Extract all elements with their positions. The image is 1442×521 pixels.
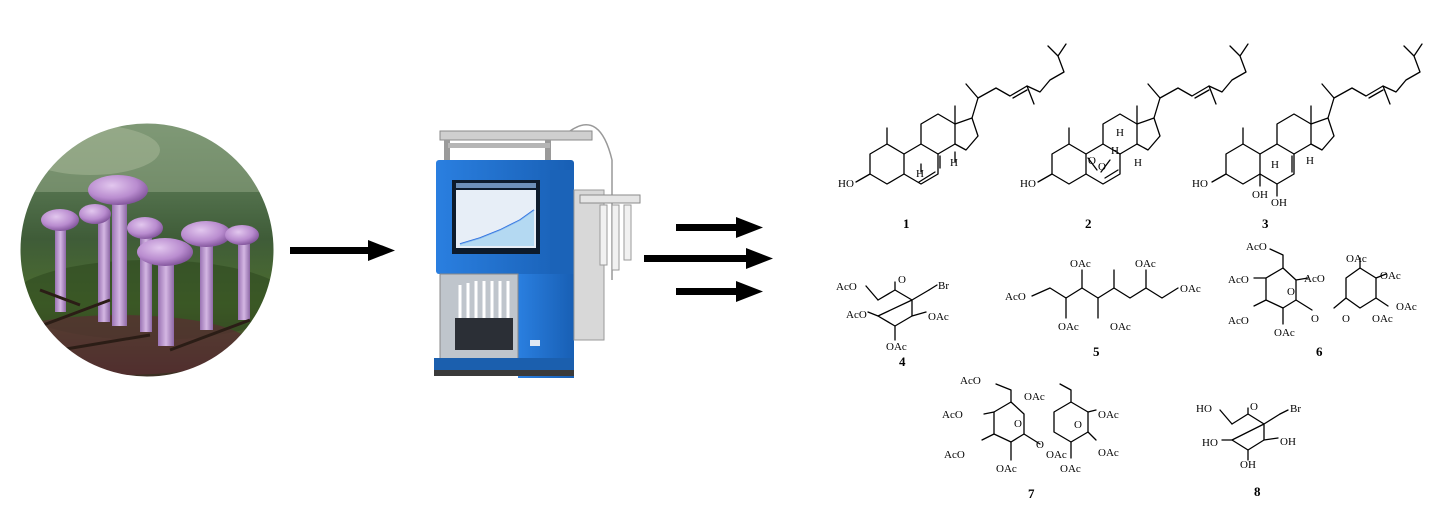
svg-text:AcO: AcO [1005,291,1026,303]
svg-text:O: O [1074,419,1082,431]
compound-4: AcO O Br AcO OAc OAc 4 [836,274,949,369]
svg-text:OAc: OAc [1396,301,1417,313]
svg-text:H: H [1306,155,1314,167]
compound-3: HO OH OH H H 3 [1192,43,1423,231]
svg-text:AcO: AcO [1228,274,1249,286]
svg-text:OH: OH [1252,189,1268,201]
compound-number: 8 [1254,484,1261,499]
svg-text:HO: HO [1196,403,1212,415]
svg-text:OAc: OAc [1372,313,1393,325]
svg-text:O: O [1036,439,1044,451]
svg-text:O: O [898,274,906,286]
svg-text:OAc: OAc [1046,449,1067,461]
svg-text:OAc: OAc [1135,258,1156,270]
compound-7: AcO AcO O AcO OAc O OAc O OAc OAc OAc OA… [942,375,1119,501]
svg-text:Br: Br [1290,403,1301,415]
mushroom-photo [19,122,275,378]
svg-text:OAc: OAc [1070,258,1091,270]
svg-text:OH: OH [1280,436,1296,448]
svg-text:AcO: AcO [1304,273,1325,285]
svg-text:OAc: OAc [1098,409,1119,421]
svg-text:OAc: OAc [1098,447,1119,459]
svg-text:O: O [1342,313,1350,325]
svg-text:OAc: OAc [1380,270,1401,282]
svg-text:HO: HO [838,178,854,190]
compound-number: 2 [1085,216,1092,231]
svg-text:OAc: OAc [1180,283,1201,295]
svg-text:AcO: AcO [846,309,867,321]
svg-text:OAc: OAc [1058,321,1079,333]
svg-text:O: O [1287,286,1295,298]
svg-text:H: H [1271,159,1279,171]
svg-text:OAc: OAc [1024,391,1045,403]
svg-text:OAc: OAc [1346,253,1367,265]
svg-text:OAc: OAc [1110,321,1131,333]
svg-text:H: H [916,168,924,180]
triple-arrow-icon [644,217,773,302]
compound-1: HO H H 1 [838,43,1067,231]
svg-text:H: H [1111,145,1119,157]
svg-text:O: O [1014,418,1022,430]
compound-number: 7 [1028,486,1035,501]
compound-number: 6 [1316,344,1323,359]
compound-6: AcO AcO O AcO OAc AcO O OAc OAc O OAc OA… [1228,241,1417,359]
svg-text:O: O [1088,155,1096,167]
svg-text:O: O [1250,401,1258,413]
compound-number: 5 [1093,344,1100,359]
svg-text:OAc: OAc [928,311,949,323]
svg-text:AcO: AcO [942,409,963,421]
svg-text:HO: HO [1192,178,1208,190]
chromatography-instrument [434,124,641,378]
compound-2: HO O O H H H 2 [1020,43,1249,231]
svg-text:HO: HO [1202,437,1218,449]
svg-text:OAc: OAc [886,341,907,353]
compound-number: 3 [1262,216,1269,231]
arrow-right-icon [290,240,395,261]
compound-5: AcO OAc OAc OAc OAc OAc 5 [1005,258,1201,359]
svg-text:HO: HO [1020,178,1036,190]
svg-text:AcO: AcO [944,449,965,461]
svg-text:AcO: AcO [836,281,857,293]
svg-text:O: O [1311,313,1319,325]
compound-number: 4 [899,354,906,369]
svg-text:OH: OH [1240,459,1256,471]
svg-text:AcO: AcO [960,375,981,387]
svg-text:OAc: OAc [996,463,1017,475]
svg-text:O: O [1098,161,1106,173]
compound-number: 1 [903,216,910,231]
svg-text:OAc: OAc [1274,327,1295,339]
svg-text:Br: Br [938,280,949,292]
svg-text:H: H [1134,157,1142,169]
svg-text:OAc: OAc [1060,463,1081,475]
svg-text:H: H [950,157,958,169]
svg-text:OH: OH [1271,197,1287,209]
svg-text:AcO: AcO [1246,241,1267,253]
compound-8: HO O Br HO OH OH 8 [1196,401,1301,499]
svg-text:H: H [1116,127,1124,139]
svg-text:AcO: AcO [1228,315,1249,327]
